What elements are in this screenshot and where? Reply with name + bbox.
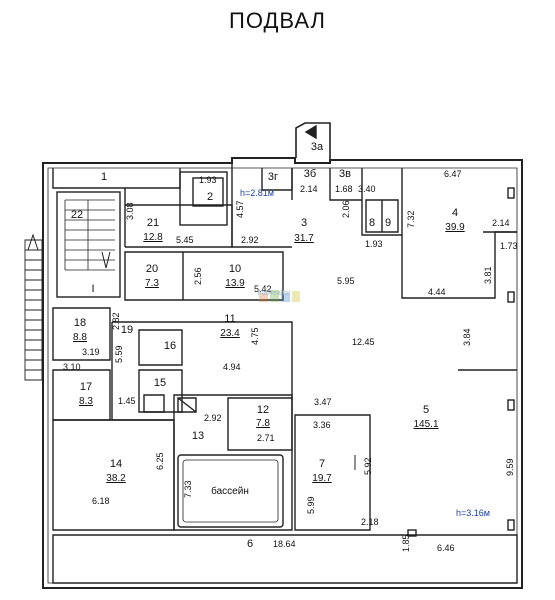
watermark-text: ForRealtor	[257, 290, 291, 297]
dim: 6.18	[92, 496, 110, 506]
room-11-number: 11	[224, 313, 235, 325]
dim: 5.45	[176, 235, 194, 245]
room-7-number: 7	[319, 458, 325, 470]
watermark-logo	[259, 290, 300, 302]
dim: 3.47	[314, 397, 332, 407]
room-5-number: 5	[423, 404, 429, 416]
room-4-number: 4	[452, 207, 458, 219]
room-12-number: 12	[257, 404, 269, 416]
dim: 2.06	[341, 200, 351, 218]
room-18-area: 8.8	[73, 332, 87, 343]
room-1-number: 1	[101, 171, 107, 183]
dim: 6.25	[155, 452, 165, 470]
plan-title: ПОДВАЛ	[229, 8, 326, 33]
dim: 1.68	[335, 184, 353, 194]
room-18-number: 18	[74, 317, 86, 329]
room-6-number: 6	[247, 538, 253, 550]
dim: 4.57	[235, 200, 245, 218]
dim: 4.75	[250, 327, 260, 345]
room-10-number: 10	[229, 263, 241, 275]
dim: 2.92	[241, 235, 259, 245]
dim: 7.32	[406, 210, 416, 228]
dimension-labels: 1.93 2.14 1.68 3.40 6.47 4.57 3.08 5.45 …	[63, 169, 518, 553]
room-3-area: 31.7	[294, 233, 314, 244]
dim: 9.59	[505, 458, 515, 476]
dim: 4.44	[428, 287, 446, 297]
room-16-number: 16	[164, 340, 176, 352]
room-19-number: 19	[121, 324, 133, 336]
room-2-number: 2	[207, 191, 213, 203]
room-15-number: 15	[154, 377, 166, 389]
room-3b-number: 3б	[304, 168, 316, 180]
dim: 2.14	[492, 218, 510, 228]
dim: 2.71	[257, 433, 275, 443]
pool-label: бассейн	[211, 485, 249, 497]
dim: 4.94	[223, 362, 241, 372]
room-21-number: 21	[147, 217, 159, 229]
room-17-area: 8.3	[79, 396, 93, 407]
room-5-area: 145.1	[413, 419, 438, 430]
dim: 1.45	[118, 396, 136, 406]
dim: 2.92	[204, 413, 222, 423]
dim: 2.14	[300, 184, 318, 194]
walls	[24, 122, 523, 589]
room-11-area: 23.4	[220, 328, 240, 339]
dim: 2.18	[361, 517, 379, 527]
room-21-area: 12.8	[143, 232, 163, 243]
room-14-number: 14	[110, 458, 122, 470]
height-labels: h=2.81м h=3.16м	[240, 188, 490, 518]
dim: 3.36	[313, 420, 331, 430]
ceiling-height-2: h=3.16м	[456, 508, 490, 518]
ceiling-height-1: h=2.81м	[240, 188, 274, 198]
room-3v-number: 3в	[339, 168, 351, 180]
room-22-number: 22	[71, 209, 83, 221]
dim: 6.47	[444, 169, 462, 179]
dim: 3.40	[358, 184, 376, 194]
room-17-number: 17	[80, 381, 92, 393]
dim: 7.33	[183, 480, 193, 498]
dim: 18.64	[273, 539, 296, 549]
dim: 1.93	[365, 239, 383, 249]
dim: 5.95	[337, 276, 355, 286]
room-20-number: 20	[146, 263, 158, 275]
room-10-area: 13.9	[225, 278, 245, 289]
dim: 5.99	[306, 496, 316, 514]
dim: 12.45	[352, 337, 375, 347]
room-3g-number: 3г	[268, 171, 278, 183]
room-7-area: 19.7	[312, 473, 332, 484]
room-4-area: 39.9	[445, 222, 465, 233]
room-3-number: 3	[301, 217, 307, 229]
room-20-area: 7.3	[145, 278, 159, 289]
room-3a-number: 3a	[311, 141, 324, 153]
dim: 5.59	[114, 345, 124, 363]
room-labels: 1 2 3a 3г 3б 3в 3 31.7 8 9 4 39.9 21 12.…	[71, 141, 465, 550]
dim: 5.92	[363, 457, 373, 475]
dim: 1.73	[500, 241, 518, 251]
dim: 2.56	[193, 267, 203, 285]
dim: 2.82	[111, 312, 121, 330]
room-I-number: I	[91, 283, 94, 295]
dim: 3.10	[63, 362, 81, 372]
dim: 3.19	[82, 347, 100, 357]
dim: 5.42	[254, 284, 272, 294]
dim: 3.81	[483, 266, 493, 284]
room-8-number: 8	[369, 217, 375, 229]
dim: 1.85	[401, 534, 411, 552]
room-12-area: 7.8	[256, 418, 270, 429]
room-9-number: 9	[385, 217, 391, 229]
dim: 6.46	[437, 543, 455, 553]
room-13-number: 13	[192, 430, 204, 442]
dim: 1.93	[199, 175, 217, 185]
room-14-area: 38.2	[106, 473, 126, 484]
dim: 3.08	[125, 202, 135, 220]
dim: 3.84	[462, 328, 472, 346]
